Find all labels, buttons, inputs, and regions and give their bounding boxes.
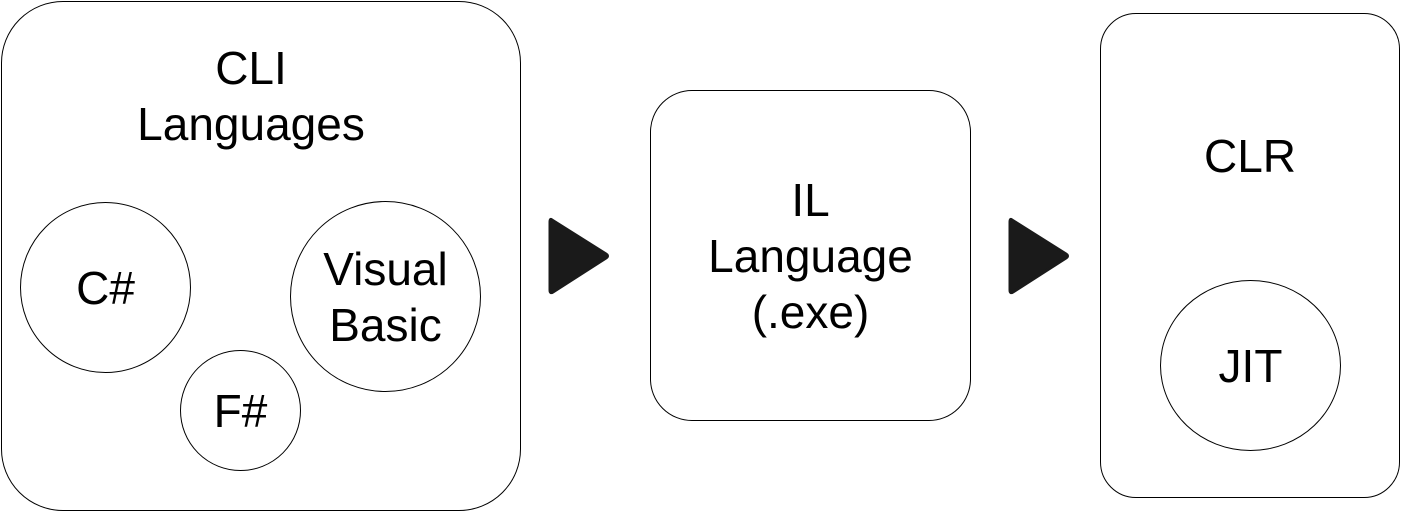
jit-circle: JIT: [1160, 280, 1341, 451]
visual-basic-label-line1: Visual: [323, 242, 448, 295]
csharp-label: C#: [76, 261, 135, 314]
cli-title-line1: CLI: [215, 42, 287, 94]
cli-title-line2: Languages: [137, 98, 365, 150]
csharp-circle: C#: [20, 202, 191, 373]
il-language-text: IL Language (.exe): [650, 172, 971, 340]
fsharp-label: F#: [213, 384, 268, 437]
jit-label: JIT: [1218, 339, 1283, 392]
play-triangle-icon: [1008, 217, 1069, 295]
cli-languages-title: CLI Languages: [1, 40, 501, 152]
il-line3: (.exe): [751, 286, 870, 338]
il-line2: Language: [708, 230, 913, 282]
visual-basic-label-line2: Basic: [329, 298, 442, 351]
visual-basic-circle: Visual Basic: [290, 201, 481, 392]
il-line1: IL: [791, 174, 830, 226]
clr-box: [1100, 13, 1400, 498]
clr-title: CLR: [1203, 130, 1297, 182]
fsharp-circle: F#: [180, 350, 301, 471]
il-language-box: [650, 90, 971, 421]
play-triangle-icon: [548, 217, 609, 295]
